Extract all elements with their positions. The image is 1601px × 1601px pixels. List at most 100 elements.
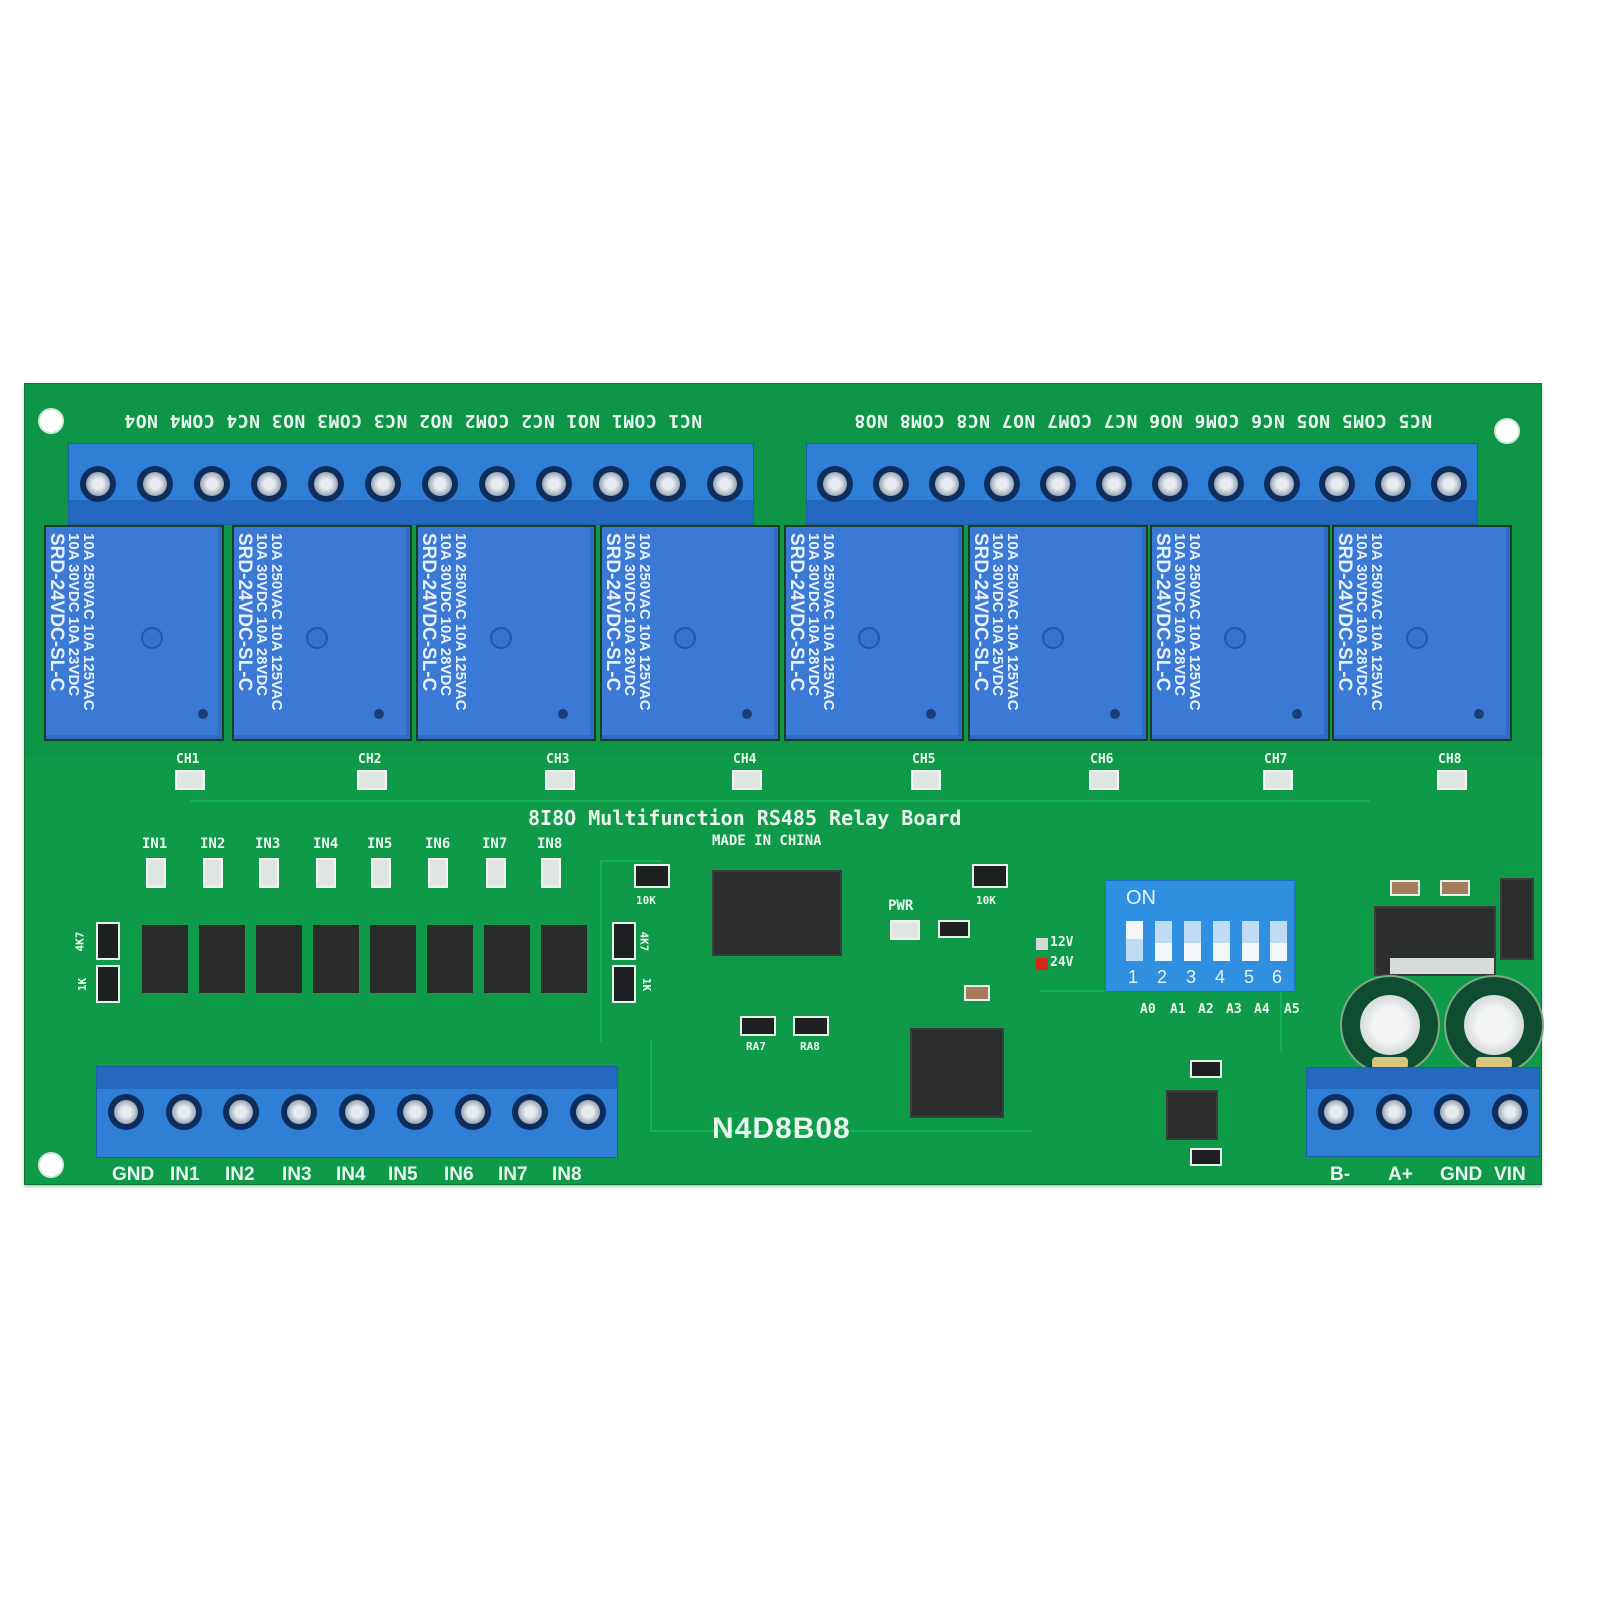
power-rs485-terminal-block[interactable] (1306, 1067, 1540, 1157)
screw-terminal[interactable] (807, 444, 863, 524)
dip-switch-3[interactable] (1184, 921, 1201, 961)
screw-terminal[interactable] (639, 444, 696, 524)
ch2-led (357, 770, 387, 790)
screw-terminal[interactable] (1309, 444, 1365, 524)
dip-on-label: ON (1126, 887, 1156, 909)
in7-led-label: IN7 (482, 836, 508, 852)
in5-led (371, 858, 391, 888)
resistor-label-1k-right: 1K (640, 977, 654, 992)
in1-led-label: IN1 (142, 836, 168, 852)
pwr-led (890, 920, 920, 940)
pcb-trace (600, 860, 662, 1042)
screw-terminal[interactable] (354, 444, 411, 524)
dip-position-6: 6 (1272, 967, 1283, 987)
screw-terminal-in2[interactable] (213, 1067, 271, 1157)
ch2-label: CH2 (358, 752, 382, 767)
screw-terminal[interactable] (468, 444, 525, 524)
resistor-label-1k-left: 1K (76, 977, 90, 992)
screw-terminal[interactable] (919, 444, 975, 524)
address-dip-switch[interactable]: ON 1 2 3 4 5 6 (1105, 880, 1295, 992)
pcb-trace (190, 800, 1370, 812)
rs485-transceiver (1168, 1092, 1216, 1138)
electrolytic-capacitor-2 (1444, 975, 1544, 1075)
in6-led-label: IN6 (425, 836, 451, 852)
screw-terminal[interactable] (525, 444, 582, 524)
resistor-array-ra8 (793, 1016, 829, 1036)
in2-led-label: IN2 (200, 836, 226, 852)
dip-switch-1[interactable] (1126, 921, 1143, 961)
screw-terminal[interactable] (863, 444, 919, 524)
screw-terminal[interactable] (1421, 444, 1477, 524)
screw-terminal[interactable] (126, 444, 183, 524)
screw-terminal[interactable] (1086, 444, 1142, 524)
top-right-terminal-labels: NC5 COM5 NO5 NC6 COM6 NO6 NC7 COM7 NO7 N… (853, 410, 1433, 431)
relay-terminal-block-right[interactable] (806, 443, 1478, 525)
in3-led (259, 858, 279, 888)
terminal-b-minus-label: B- (1330, 1164, 1351, 1185)
mounting-hole-bottom-left (38, 1152, 64, 1178)
resistor-array (612, 965, 636, 1003)
screw-terminal[interactable] (297, 444, 354, 524)
voltage-24v-marker (1036, 958, 1048, 970)
screw-terminal-b-minus[interactable] (1307, 1068, 1365, 1156)
ra7-label: RA7 (746, 1040, 766, 1053)
ch3-led (545, 770, 575, 790)
dip-switch-4[interactable] (1213, 921, 1230, 961)
screw-terminal[interactable] (696, 444, 753, 524)
screw-terminal[interactable] (1198, 444, 1254, 524)
ch4-led (732, 770, 762, 790)
screw-terminal[interactable] (582, 444, 639, 524)
screw-terminal-gnd[interactable] (97, 1067, 155, 1157)
screw-terminal-gnd[interactable] (1423, 1068, 1481, 1156)
optocoupler-2 (199, 925, 245, 993)
input-terminal-in1-label: IN1 (170, 1164, 200, 1185)
screw-terminal-vin[interactable] (1481, 1068, 1539, 1156)
made-in-china-label: MADE IN CHINA (712, 833, 822, 849)
electrolytic-capacitor-1 (1340, 975, 1440, 1075)
dip-switch-6[interactable] (1270, 921, 1287, 961)
screw-terminal[interactable] (1254, 444, 1310, 524)
resistor-label-10k-left: 10K (636, 894, 656, 907)
screw-terminal[interactable] (974, 444, 1030, 524)
resistor-array (972, 864, 1008, 888)
dip-switch-2[interactable] (1155, 921, 1172, 961)
screw-terminal[interactable] (69, 444, 126, 524)
optocoupler-1 (142, 925, 188, 993)
screw-terminal[interactable] (183, 444, 240, 524)
optocoupler-5 (370, 925, 416, 993)
screw-terminal-in6[interactable] (444, 1067, 502, 1157)
screw-terminal-a-plus[interactable] (1365, 1068, 1423, 1156)
screw-terminal[interactable] (1030, 444, 1086, 524)
screw-terminal-in3[interactable] (270, 1067, 328, 1157)
input-terminal-block[interactable] (96, 1066, 618, 1158)
resistor-label-10k-right: 10K (976, 894, 996, 907)
address-a4: A4 (1254, 1002, 1270, 1017)
ch5-label: CH5 (912, 752, 936, 767)
screw-terminal-in5[interactable] (386, 1067, 444, 1157)
dip-switch-5[interactable] (1242, 921, 1259, 961)
screw-terminal[interactable] (411, 444, 468, 524)
in8-led (541, 858, 561, 888)
screw-terminal-in4[interactable] (328, 1067, 386, 1157)
input-terminal-gnd-label: GND (112, 1164, 155, 1185)
screw-terminal-in1[interactable] (155, 1067, 213, 1157)
voltage-12v-label: 12V (1050, 935, 1074, 950)
ch6-led (1089, 770, 1119, 790)
ra8-label: RA8 (800, 1040, 820, 1053)
dip-position-5: 5 (1244, 967, 1255, 987)
input-terminal-in2-label: IN2 (225, 1164, 255, 1185)
diode (1502, 880, 1532, 958)
screw-terminal[interactable] (240, 444, 297, 524)
screw-terminal-in8[interactable] (559, 1067, 617, 1157)
optocoupler-4 (313, 925, 359, 993)
screw-terminal-in7[interactable] (501, 1067, 559, 1157)
screw-terminal[interactable] (1365, 444, 1421, 524)
screw-terminal[interactable] (1142, 444, 1198, 524)
address-a3: A3 (1226, 1002, 1242, 1017)
relay-terminal-block-left[interactable] (68, 443, 754, 525)
optocoupler-7 (484, 925, 530, 993)
